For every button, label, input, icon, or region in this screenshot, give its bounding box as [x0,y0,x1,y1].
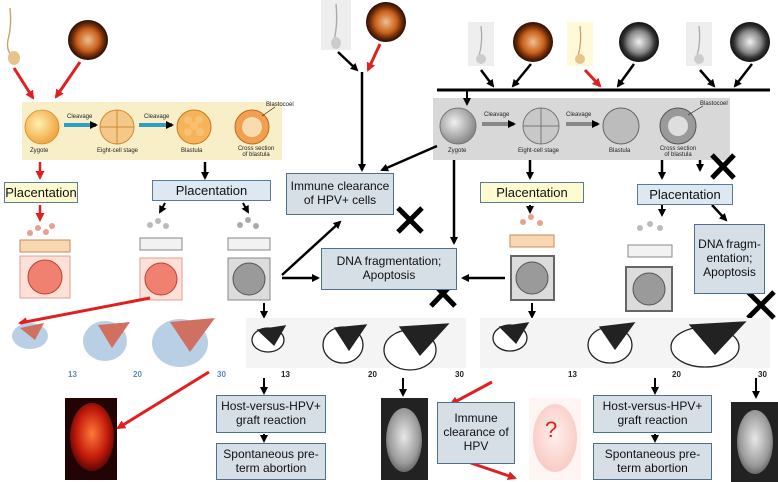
x-mark-right-panel [710,153,736,180]
fetus-image-pink [529,398,581,480]
cleavage-label-left-2: Cleavage [144,114,170,120]
cleavage-label-left-1: Cleavage [67,114,93,120]
week-20-center: 20 [368,370,377,379]
spontaneous-abortion-left-box: Spontaneous pre-term abortion [216,443,326,480]
sperm-icon [6,7,20,65]
immune-clearance-hpv-box: Immune clearance of HPV [437,402,515,464]
fetus-image-red [65,398,117,480]
week-30-right: 30 [758,370,767,379]
host-vs-graft-left-box: Host-versus-HPV+ graft reaction [216,395,326,433]
fetus-image-gray-center [381,398,428,480]
placentation-box-4: Placentation [637,184,733,205]
stage-cross-section-left: Cross section of blastula [237,146,275,158]
fetus-row-left [12,318,215,367]
stage-eight-cell-left: Eight-cell stage [97,148,139,154]
cleavage-label-right-1: Cleavage [484,112,510,118]
placenta-red-middle [139,218,183,301]
placenta-gray-right [625,221,673,312]
eight-cell-gray-icon [522,107,560,145]
stage-cross-section-right: Cross section of blastula [659,146,697,158]
zygote-icon [24,109,60,145]
week-13-center: 13 [281,370,290,379]
placenta-gray-right-center [509,214,555,301]
x-mark-right-dna [746,290,776,320]
placentation-box-2: Placentation [152,180,271,201]
zygote-gray-icon [439,107,477,145]
question-mark: ? [545,417,558,442]
blastocoel-label-left: Blastocoel [266,102,294,108]
eight-cell-icon [99,109,135,145]
fetus-row-center [251,323,450,371]
blastula-icon [176,109,212,145]
dna-fragmentation-center-box: DNA fragmentation; Apoptosis [321,248,457,290]
stage-eight-cell-right: Eight-cell stage [518,148,560,154]
spontaneous-abortion-right-box: Spontaneous pre-term abortion [593,443,712,480]
cleavage-label-right-2: Cleavage [566,112,592,118]
blastula-cross-section-gray-icon [659,107,697,145]
immune-clearance-cells-box: Immune clearance of HPV+ cells [286,173,394,215]
host-vs-graft-right-box: Host-versus-HPV+ graft reaction [593,395,712,433]
dna-fragmentation-right-box: DNA fragm-entation; Apoptosis [694,224,765,294]
placenta-red-left [19,223,71,299]
egg-icon [68,20,108,60]
blastula-gray-icon [602,107,640,145]
blastula-cross-section-icon [234,109,270,145]
placentation-box-3: Placentation [480,182,584,203]
fetus-row-right [492,321,747,368]
sperm-icon-top-center [321,0,351,50]
placenta-gray-middle [227,217,271,301]
gamete-row-right [468,22,770,66]
fetus-image-gray-right [731,402,778,482]
blastocoel-label-right: Blastocoel [700,101,728,107]
stage-zygote-right: Zygote [448,148,467,154]
week-13-left: 13 [68,370,77,379]
x-mark-immune [396,206,424,234]
week-30-center: 30 [455,370,464,379]
week-13-right: 13 [568,370,577,379]
stage-blastula-left: Blastula [181,148,203,154]
placentation-box-1: Placentation [4,182,78,203]
week-20-right: 20 [672,370,681,379]
stage-blastula-right: Blastula [609,148,631,154]
week-30-left: 30 [217,370,226,379]
stage-zygote-left: Zygote [30,148,49,154]
egg-icon-top-center [366,2,406,42]
week-20-left: 20 [133,370,142,379]
